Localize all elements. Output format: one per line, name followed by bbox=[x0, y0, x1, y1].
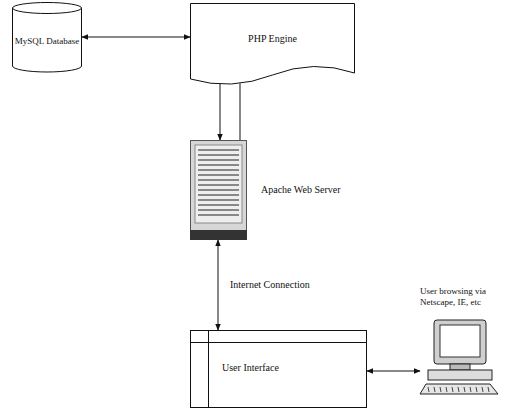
node-label: PHP Engine bbox=[248, 33, 297, 45]
arrow-connector bbox=[240, 75, 241, 140]
node-outline bbox=[420, 318, 500, 396]
database-cylinder: MySQL Database bbox=[12, 2, 82, 72]
interface-window: User Interface bbox=[190, 330, 367, 408]
node-label: User Interface bbox=[222, 362, 367, 374]
arrow-connector bbox=[218, 240, 219, 330]
node-label: Apache Web Server bbox=[261, 184, 341, 196]
arrow-connector bbox=[220, 75, 221, 140]
edge-label: Internet Connection bbox=[228, 279, 312, 291]
engine-document: PHP Engine bbox=[190, 3, 355, 89]
node-outline bbox=[190, 140, 247, 240]
node-label: User browsing via Netscape, IE, etc bbox=[420, 286, 518, 308]
node-outline bbox=[190, 3, 355, 89]
computer-icon: User browsing via Netscape, IE, etc bbox=[420, 318, 500, 396]
arrow-connector bbox=[367, 371, 420, 372]
server-icon: Apache Web Server bbox=[190, 140, 247, 240]
node-label: MySQL Database bbox=[15, 35, 79, 47]
arrow-connector bbox=[82, 37, 190, 38]
